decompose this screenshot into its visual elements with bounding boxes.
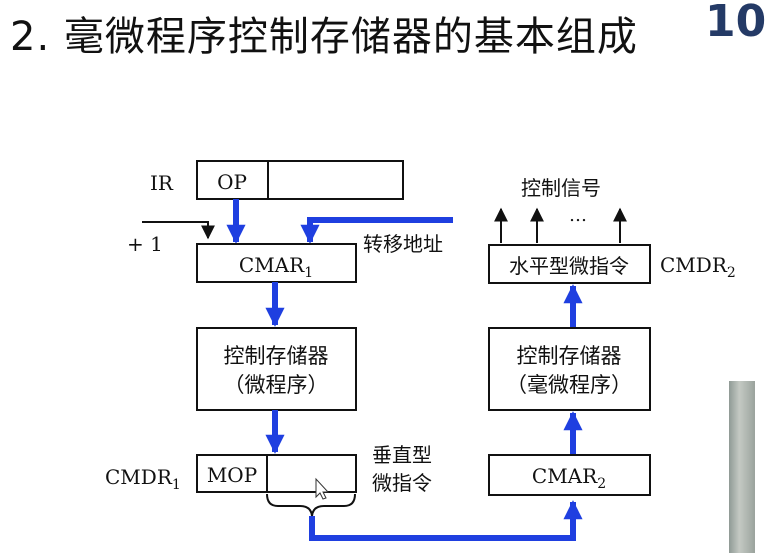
control-store-left-line2: （微程序） — [224, 373, 329, 397]
vertical-microinstruction-line1: 垂直型 — [372, 443, 432, 467]
cmar1-label: CMAR1 — [239, 253, 313, 281]
control-signal-arrows — [494, 207, 627, 243]
brace — [266, 493, 356, 517]
control-store-microprogram-box — [196, 327, 357, 411]
ir-register — [196, 160, 404, 200]
mouse-cursor-icon — [315, 477, 330, 500]
cmar2-box — [488, 454, 651, 496]
page-number: 10 — [705, 0, 766, 47]
cmdr1-register — [196, 454, 357, 493]
horizontal-microinstruction-box — [488, 244, 651, 284]
cmdr2-label: CMDR2 — [660, 253, 736, 281]
cmar1-box — [196, 243, 357, 283]
mop-field: MOP — [207, 463, 257, 487]
slide: 2. 毫微程序控制存储器的基本组成 10 IR OP + 1 — [10, 0, 766, 553]
cmdr1-label: CMDR1 — [105, 465, 181, 493]
cmdr1-to-cmar2-arrow — [309, 500, 583, 541]
ir-label: IR — [150, 171, 174, 195]
slide-title: 2. 毫微程序控制存储器的基本组成 — [10, 14, 638, 60]
plus-one-label: + 1 — [127, 232, 163, 256]
control-store-diagram: IR OP + 1 转移地址 CMAR1 控制存储器 （微程序） CMDR1 — [105, 160, 736, 541]
control-store-left-line1: 控制存储器 — [224, 344, 329, 368]
control-signals-label: 控制信号 — [521, 176, 601, 200]
transfer-address-label: 转移地址 — [363, 232, 443, 256]
cmar2-label: CMAR2 — [532, 464, 606, 492]
transfer-address-arrow — [300, 217, 453, 244]
control-store-right-line2: （毫微程序） — [506, 373, 632, 397]
vertical-microinstruction-line2: 微指令 — [372, 471, 432, 495]
control-store-nanoprogram-box — [488, 327, 651, 411]
op-field: OP — [217, 170, 247, 194]
ellipsis: … — [569, 205, 587, 226]
increment-arrow — [142, 221, 215, 240]
horizontal-microinstruction-label: 水平型微指令 — [509, 254, 629, 278]
video-overlay-thumbnail — [729, 381, 755, 553]
control-store-right-line1: 控制存储器 — [517, 344, 622, 368]
